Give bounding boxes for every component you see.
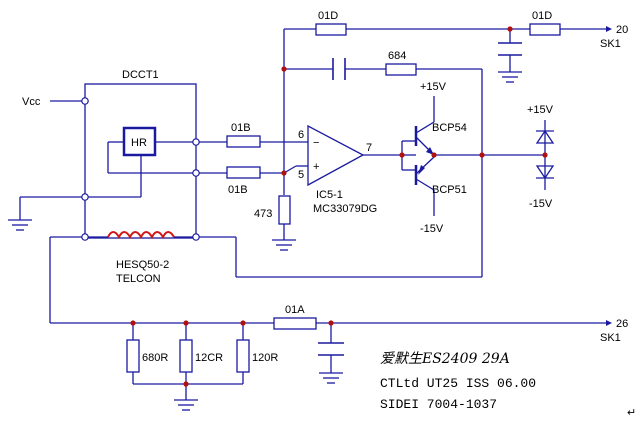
pin6-label: 6: [298, 129, 304, 141]
resistor-684: [385, 63, 417, 76]
sk20-name-label: SK1: [600, 38, 621, 50]
resistor-01a: [273, 317, 317, 330]
sk26-num-label: 26: [616, 318, 628, 330]
plus15-top-label: +15V: [420, 81, 447, 93]
r-680r-label: 680R: [142, 352, 168, 364]
r-473-label: 473: [254, 208, 272, 220]
r-01d-top-label: 01D: [318, 10, 338, 22]
r-01a-label: 01A: [285, 304, 305, 316]
terminal-26-icon: [606, 320, 612, 326]
terminal-20-icon: [606, 26, 612, 32]
inductor-hesq50: [107, 231, 175, 240]
r-120r-label: 120R: [252, 352, 278, 364]
ground-resistors-icon: [174, 399, 198, 411]
diode-minus-label: -15V: [529, 198, 553, 210]
resistor-473: [278, 195, 291, 225]
ic-name-label: IC5-1: [316, 189, 343, 201]
ground-473-icon: [272, 239, 296, 251]
pin-circles: [81, 97, 200, 241]
labels: Vcc DCCT1 HR 01B 01B 01D 01D 684 473 01A…: [22, 10, 636, 419]
components: [122, 23, 561, 373]
note-line-1: 爱默生ES2409 29A: [380, 351, 510, 367]
capacitors: [318, 42, 522, 356]
diode-plus-label: +15V: [527, 104, 554, 116]
hr-label: HR: [131, 137, 147, 149]
terminal-arrows: [606, 26, 612, 326]
sk20-num-label: 20: [616, 24, 628, 36]
inductor-maker-label: TELCON: [116, 273, 161, 285]
resistor-120r: [236, 339, 250, 373]
inductor-name-label: HESQ50-2: [116, 259, 169, 271]
op-amp-ic5-1: [307, 124, 365, 187]
ground-symbols: [8, 71, 522, 411]
ground-bottom-cap-icon: [319, 372, 343, 384]
vcc-label: Vcc: [22, 96, 41, 108]
pin5-label: 5: [298, 169, 304, 181]
diode-lower: [535, 165, 555, 180]
opamp-minus-label: −: [313, 137, 319, 149]
resistor-01d-top: [315, 23, 347, 36]
ground-left-icon: [8, 219, 32, 231]
note-line-3: SIDEI 7004-1037: [380, 397, 497, 412]
hall-sensor-hr: [122, 126, 157, 157]
junction-dots: [130, 26, 548, 387]
corner-mark: ↵: [627, 407, 636, 419]
transistor-arrows: [418, 147, 434, 175]
ground-top-cap-icon: [498, 71, 522, 83]
sk26-name-label: SK1: [600, 332, 621, 344]
bcp51-label: BCP51: [432, 184, 467, 196]
diode-upper: [535, 129, 555, 144]
ic-part-label: MC33079DG: [313, 203, 377, 215]
r-01b-bottom-label: 01B: [228, 184, 248, 196]
resistor-680r: [126, 339, 140, 373]
minus15-bottom-label: -15V: [420, 223, 444, 235]
r-684-label: 684: [388, 50, 406, 62]
clamp-diodes: [535, 129, 555, 180]
pin7-label: 7: [366, 142, 372, 154]
r-01d-right-label: 01D: [532, 10, 552, 22]
r-12cr-label: 12CR: [195, 352, 223, 364]
r-01b-top-label: 01B: [231, 122, 251, 134]
bcp54-label: BCP54: [432, 122, 467, 134]
resistor-01b-top: [226, 135, 261, 148]
opamp-plus-label: +: [313, 161, 319, 173]
resistor-12cr: [179, 339, 193, 373]
dcct-label: DCCT1: [122, 69, 159, 81]
resistor-01b-bottom: [226, 166, 261, 179]
resistor-01d-right: [529, 23, 561, 36]
note-line-2: CTLtd UT25 ISS 06.00: [380, 376, 536, 391]
